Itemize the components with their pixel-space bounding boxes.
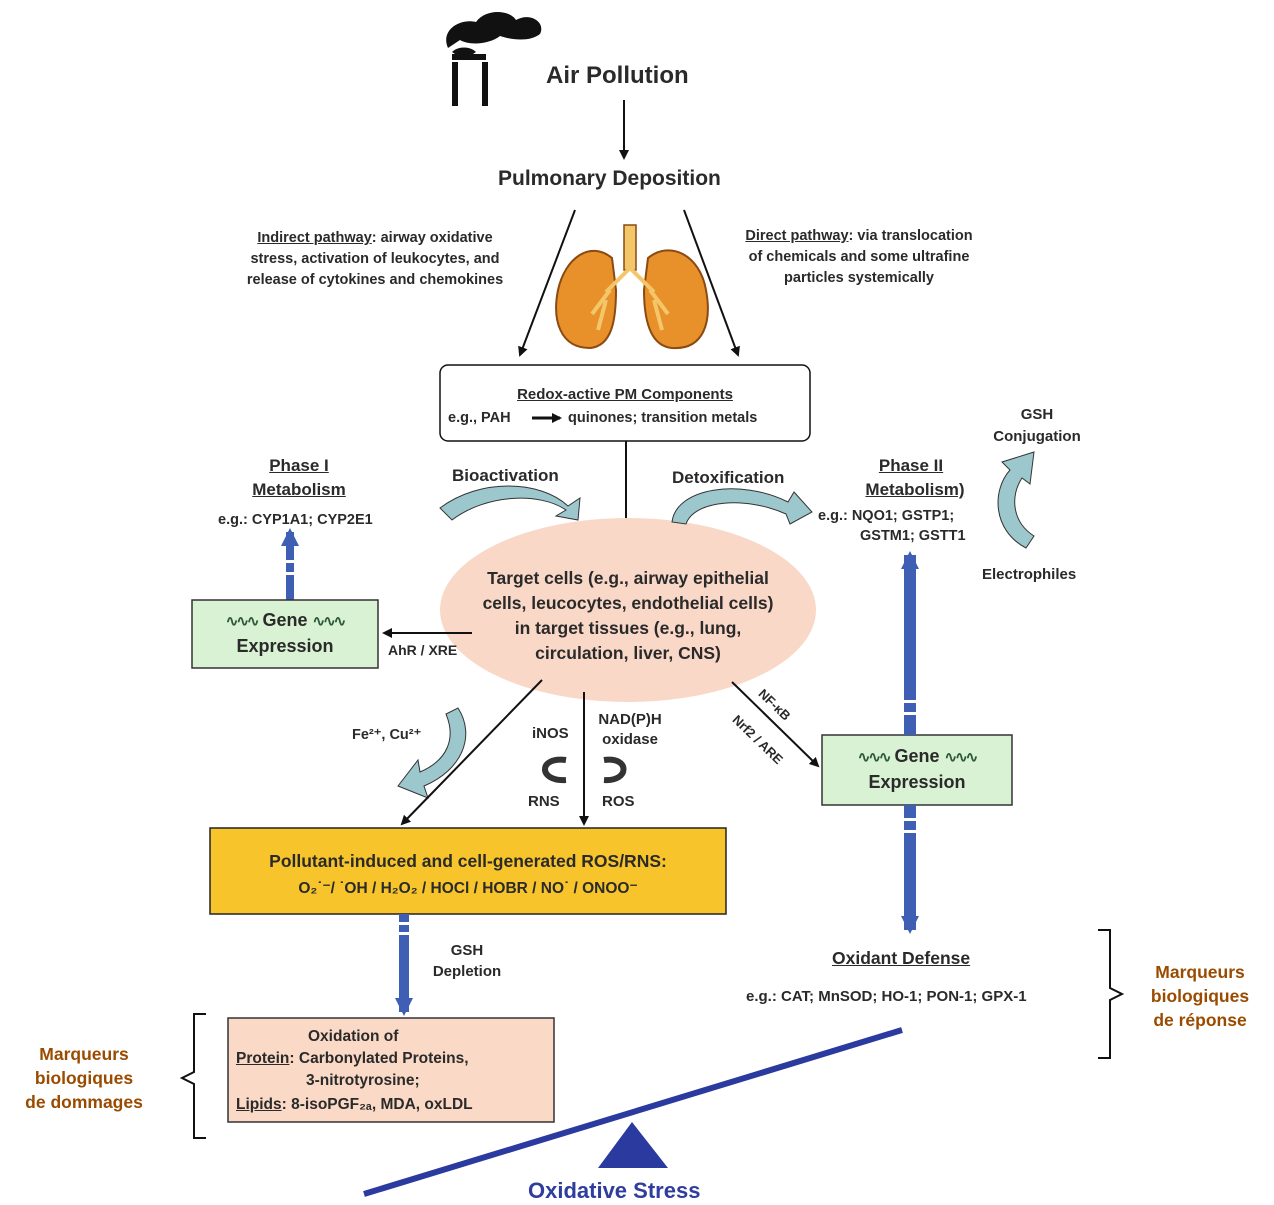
lipids-text: : 8-isoPGF₂ₐ, MDA, oxLDL bbox=[281, 1096, 473, 1113]
indirect-text-1: : airway oxidative bbox=[371, 230, 493, 246]
seesaw-beam bbox=[363, 1027, 903, 1197]
ros-rns-box bbox=[209, 827, 727, 915]
left-brace bbox=[179, 1013, 206, 1139]
redox-title: Redox-active PM Components bbox=[517, 386, 733, 403]
direct-text-3: particles systemically bbox=[784, 270, 934, 286]
right-markers-line-2: biologiques bbox=[1150, 986, 1250, 1006]
bioactivation-arrow bbox=[439, 485, 581, 521]
gsh-conj-line-1: GSH bbox=[1020, 406, 1054, 423]
phase1-eg: e.g.: CYP1A1; CYP2E1 bbox=[218, 512, 373, 528]
redox-eg: e.g., PAH bbox=[448, 410, 511, 426]
gene-expression-right-box bbox=[821, 734, 1013, 806]
target-line-3: in target tissues (e.g., lung, bbox=[514, 618, 742, 638]
gene-right-line-1: Gene bbox=[894, 746, 940, 766]
gsh-conjugation-label: GSH Conjugation bbox=[976, 404, 1098, 448]
bioactivation-label: Bioactivation bbox=[452, 466, 559, 485]
left-markers-line-3: de dommages bbox=[25, 1092, 143, 1112]
redox-rest: quinones; transition metals bbox=[568, 410, 758, 426]
left-markers-label: Marqueurs biologiques de dommages bbox=[4, 1042, 164, 1114]
gsh-cycle-arrow bbox=[997, 451, 1035, 549]
indirect-pathway-text: Indirect pathway: airway oxidative stres… bbox=[210, 228, 540, 291]
protein-text-1: : Carbonylated Proteins, bbox=[289, 1050, 469, 1067]
oxidant-defense-eg: e.g.: CAT; MnSOD; HO-1; PON-1; GPX-1 bbox=[746, 988, 1027, 1005]
gsh-depletion-label: GSH Depletion bbox=[420, 940, 514, 982]
gsh-conj-line-2: Conjugation bbox=[993, 428, 1081, 445]
protein-label: Protein bbox=[236, 1050, 290, 1067]
target-line-1: Target cells (e.g., airway epithelial bbox=[487, 568, 769, 588]
ros-box-line-1: Pollutant-induced and cell-generated ROS… bbox=[269, 851, 667, 871]
smokestack-icon bbox=[446, 12, 542, 106]
gene-left-line-2: Expression bbox=[236, 636, 334, 656]
gene-right-line-2: Expression bbox=[868, 772, 966, 792]
ros-box-text: Pollutant-induced and cell-generated ROS… bbox=[210, 848, 726, 902]
target-cells-text: Target cells (e.g., airway epithelial ce… bbox=[440, 566, 816, 666]
dna-helix-icon: ∿∿∿ bbox=[944, 749, 979, 766]
indirect-pathway-label: Indirect pathway bbox=[257, 230, 372, 246]
direct-pathway-text: Direct pathway: via translocation of che… bbox=[706, 226, 1012, 289]
detoxification-label: Detoxification bbox=[672, 468, 785, 487]
right-markers-label: Marqueurs biologiques de réponse bbox=[1126, 960, 1274, 1032]
ahr-xre-label: AhR / XRE bbox=[388, 642, 458, 658]
gene-expression-left-text: ∿∿∿ Gene ∿∿∿ Expression bbox=[192, 608, 378, 659]
gene-expression-left-box bbox=[191, 599, 379, 669]
gsh-dep-line-1: GSH bbox=[450, 942, 484, 959]
right-brace bbox=[1098, 929, 1125, 1059]
left-markers-line-2: biologiques bbox=[34, 1068, 134, 1088]
redox-box bbox=[439, 364, 811, 442]
nadph-line-1: NAD(P)H bbox=[598, 711, 662, 728]
metals-curved-arrow bbox=[397, 707, 467, 799]
dna-helix-icon: ∿∿∿ bbox=[857, 749, 892, 766]
nadph-line-2: oxidase bbox=[602, 731, 658, 748]
target-line-4: circulation, liver, CNS) bbox=[535, 643, 721, 663]
rns-label: RNS bbox=[528, 793, 560, 810]
indirect-text-3: release of cytokines and chemokines bbox=[246, 272, 504, 288]
gene-left-line-1: Gene bbox=[262, 610, 308, 630]
dna-helix-icon: ∿∿∿ bbox=[312, 613, 347, 630]
gene-expression-right-text: ∿∿∿ Gene ∿∿∿ Expression bbox=[822, 744, 1012, 795]
right-markers-line-1: Marqueurs bbox=[1155, 962, 1245, 982]
nadph-label: NAD(P)H oxidase bbox=[590, 710, 670, 750]
damage-header: Oxidation of bbox=[308, 1028, 399, 1045]
ros-curl-icon bbox=[603, 756, 627, 784]
target-cells-ellipse bbox=[440, 518, 816, 702]
damage-lipids-row: Lipids: 8-isoPGF₂ₐ, MDA, oxLDL bbox=[236, 1096, 473, 1114]
oxidative-stress-label: Oxidative Stress bbox=[528, 1178, 701, 1203]
seesaw-fulcrum bbox=[598, 1122, 668, 1168]
air-pollution-title: Air Pollution bbox=[546, 62, 689, 89]
damage-box bbox=[227, 1017, 555, 1123]
arrow-direct bbox=[683, 209, 740, 357]
lungs-icon bbox=[555, 224, 709, 350]
indirect-text-2: stress, activation of leukocytes, and bbox=[250, 251, 500, 267]
direct-text-2: of chemicals and some ultrafine bbox=[748, 249, 970, 265]
phase2-title-1: Phase II bbox=[878, 456, 944, 475]
arrow-nrf2 bbox=[731, 681, 820, 768]
inos-label: iNOS bbox=[532, 725, 569, 742]
metals-label: Fe²⁺, Cu²⁺ bbox=[352, 727, 422, 743]
rns-curl-icon bbox=[542, 756, 567, 784]
phase2-eg-1: e.g.: NQO1; GSTP1; bbox=[818, 508, 955, 524]
lipids-label: Lipids bbox=[236, 1096, 282, 1113]
pulmonary-deposition-title: Pulmonary Deposition bbox=[498, 167, 721, 190]
direct-pathway-label: Direct pathway bbox=[745, 228, 849, 244]
phase2-eg-2: GSTM1; GSTT1 bbox=[860, 528, 966, 544]
left-markers-line-1: Marqueurs bbox=[39, 1044, 129, 1064]
arrow-indirect bbox=[518, 209, 576, 357]
phase1-title-1: Phase I bbox=[269, 456, 329, 475]
detoxification-arrow bbox=[671, 488, 813, 525]
phase1-title-2: Metabolism bbox=[252, 480, 346, 499]
oxidant-defense-title: Oxidant Defense bbox=[832, 948, 971, 968]
arrow-target-to-ros-left bbox=[400, 679, 543, 826]
ros-box-line-2: O₂˙⁻/ ˙OH / H₂O₂ / HOCl / HOBR / NO˙ / O… bbox=[298, 880, 638, 897]
ros-label: ROS bbox=[602, 793, 635, 810]
damage-protein-row: Protein: Carbonylated Proteins, bbox=[236, 1050, 469, 1068]
right-markers-line-3: de réponse bbox=[1153, 1010, 1247, 1030]
damage-protein-row-2: 3-nitrotyrosine; bbox=[306, 1072, 420, 1089]
direct-text-1: : via translocation bbox=[848, 228, 973, 244]
gsh-dep-line-2: Depletion bbox=[432, 963, 502, 980]
phase2-title-2: Metabolism) bbox=[865, 480, 965, 499]
target-line-2: cells, leucocytes, endothelial cells) bbox=[482, 593, 774, 613]
electrophiles-label: Electrophiles bbox=[982, 566, 1077, 583]
dna-helix-icon: ∿∿∿ bbox=[225, 613, 260, 630]
